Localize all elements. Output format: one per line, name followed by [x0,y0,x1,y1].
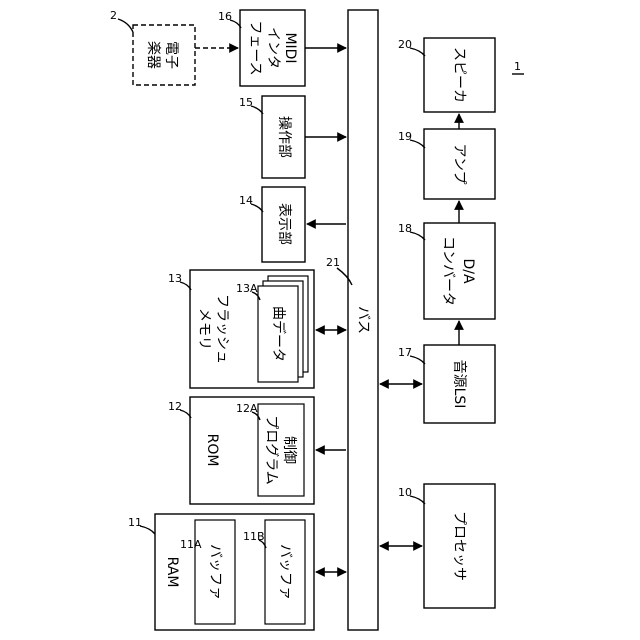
speaker-ref-leader [410,48,425,56]
rom-label: ROM [204,434,220,467]
control-program-label-2: プログラム [263,415,279,485]
electronic-instrument-label-1: 電子 [163,41,179,69]
midi-ref: 16 [218,10,232,23]
flash-memory-label-1: フラッシュ [214,294,230,364]
ram-ref: 11 [128,516,142,529]
amp-ref-leader [410,140,425,148]
amp-label: アンプ [451,143,467,184]
ram-ref-leader [140,526,155,534]
electronic-instrument-label-2: 楽器 [145,41,161,69]
display-unit-label: 表示部 [276,203,292,245]
amp-ref: 19 [398,130,412,143]
sound-lsi-ref-leader [410,356,425,364]
processor-ref-leader [410,496,425,504]
da-converter-ref: 18 [398,222,412,235]
buffer-a-label: バッファ [207,544,223,600]
sound-lsi-ref: 17 [398,346,412,359]
da-converter-ref-leader [410,232,425,240]
speaker-ref: 20 [398,38,412,51]
bus-label: バス [355,306,371,334]
processor-ref: 10 [398,486,412,499]
bus-ref: 21 [326,256,340,269]
midi-interface-label-3: フェース [247,20,263,75]
operation-ref-leader [251,106,263,114]
display-ref-leader [251,204,263,212]
midi-interface-label-2: インタ [265,27,281,69]
operation-ref: 15 [239,96,253,109]
speaker-label: スピーカ [451,47,467,103]
device-ref: 1 [514,60,521,73]
da-converter-label-1: D/A [460,258,476,283]
sound-lsi-label: 音源LSI [451,360,468,409]
instrument-ref-leader [118,19,133,32]
midi-interface-label-1: MIDI [282,32,298,63]
da-converter-label-2: コンバータ [440,236,456,306]
flash-memory-label-2: メモリ [196,308,212,350]
instrument-ref: 2 [110,9,117,22]
rom-ref: 12 [168,400,182,413]
song-data-label: 曲データ [270,306,287,362]
buffer-a-ref: 11A [180,538,202,551]
flash-ref: 13 [168,272,182,285]
ram-label: RAM [164,557,180,588]
display-ref: 14 [239,194,253,207]
control-program-label-1: 制御 [281,436,297,464]
processor-label: プロセッサ [451,511,467,581]
operation-unit-label: 操作部 [276,116,292,158]
da-converter-block [424,223,495,319]
buffer-b-label: バッファ [277,544,293,600]
